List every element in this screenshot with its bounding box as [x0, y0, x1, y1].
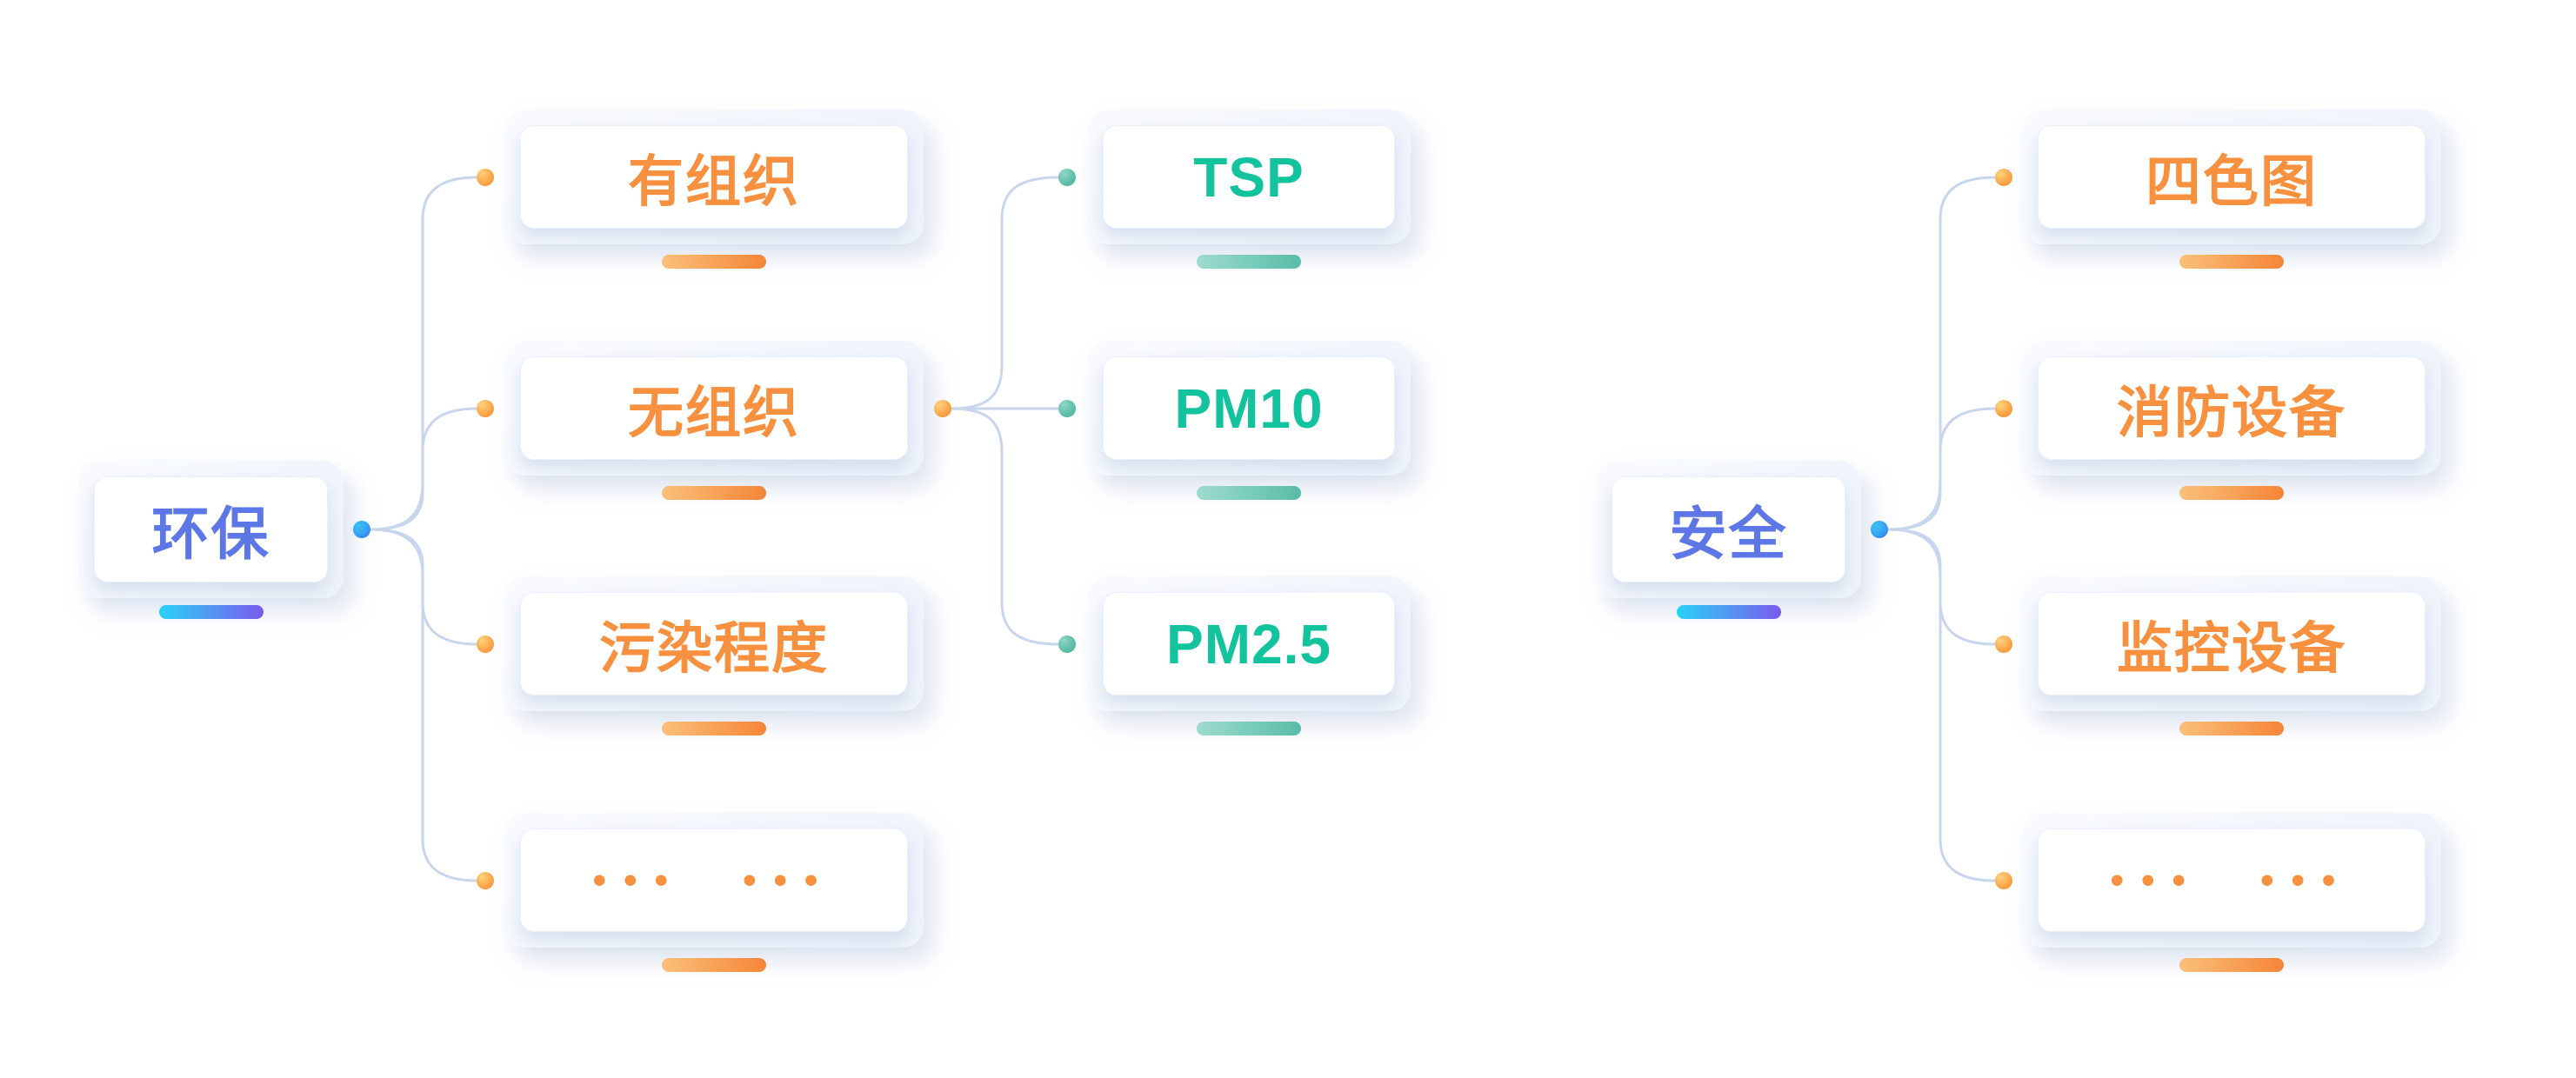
- node-label: PM2.5: [1166, 612, 1331, 675]
- node-card: 有组织: [520, 125, 908, 229]
- node-card: ••• •••: [2038, 828, 2426, 932]
- connector-dot: [1058, 169, 1076, 186]
- underline-bar: [662, 486, 766, 500]
- connector-dot: [1058, 400, 1076, 417]
- underline-bar: [2179, 255, 2284, 269]
- connector-dot: [1995, 635, 2012, 653]
- node-label: TSP: [1193, 145, 1305, 209]
- underline-bar: [1197, 722, 1301, 735]
- node-pm25[interactable]: PM2.5: [1087, 576, 1411, 711]
- node-ellipsis-left[interactable]: ••• •••: [504, 813, 924, 948]
- connector-dot: [934, 400, 951, 417]
- connector-dot: [353, 521, 370, 538]
- node-card: PM2.5: [1103, 592, 1395, 695]
- node-card: 安全: [1612, 476, 1845, 582]
- node-label: 四色图: [2146, 150, 2318, 213]
- node-label: PM10: [1174, 376, 1324, 440]
- node-card: ••• •••: [520, 828, 908, 932]
- underline-bar: [662, 255, 766, 269]
- node-label: 安全: [1669, 502, 1788, 566]
- underline-bar: [662, 722, 766, 735]
- node-four-color-map[interactable]: 四色图: [2022, 110, 2441, 244]
- node-card: PM10: [1103, 356, 1395, 460]
- node-tsp[interactable]: TSP: [1087, 110, 1411, 244]
- underline-bar: [1197, 486, 1301, 500]
- node-label: 监控设备: [2117, 616, 2346, 680]
- connector-dot: [1058, 635, 1076, 653]
- underline-bar: [2179, 486, 2284, 500]
- node-environment-root[interactable]: 环保: [78, 461, 344, 598]
- node-organized[interactable]: 有组织: [504, 110, 924, 244]
- node-label: 消防设备: [2117, 381, 2346, 444]
- connector-dot: [1995, 400, 2012, 417]
- node-safety-root[interactable]: 安全: [1596, 461, 1861, 598]
- underline-bar: [159, 605, 264, 619]
- node-card: 监控设备: [2038, 592, 2426, 695]
- underline-bar: [2179, 958, 2284, 972]
- connector-dot: [477, 169, 494, 186]
- node-label: 环保: [151, 502, 270, 566]
- node-card: 环保: [94, 476, 328, 582]
- node-label: ••• •••: [592, 858, 836, 902]
- connector-dot: [1995, 169, 2012, 186]
- connector-dot: [477, 872, 494, 889]
- node-label: 污染程度: [599, 616, 829, 680]
- node-pollution-level[interactable]: 污染程度: [504, 576, 924, 711]
- node-unorganized[interactable]: 无组织: [504, 341, 924, 476]
- connector-dot: [1995, 872, 2012, 889]
- node-label: ••• •••: [2110, 858, 2353, 902]
- node-monitor-equipment[interactable]: 监控设备: [2022, 576, 2441, 711]
- node-card: 消防设备: [2038, 356, 2426, 460]
- node-card: TSP: [1103, 125, 1395, 229]
- node-pm10[interactable]: PM10: [1087, 341, 1411, 476]
- node-ellipsis-right[interactable]: ••• •••: [2022, 813, 2441, 948]
- node-card: 污染程度: [520, 592, 908, 695]
- node-card: 四色图: [2038, 125, 2426, 229]
- node-label: 有组织: [628, 150, 800, 213]
- underline-bar: [662, 958, 766, 972]
- underline-bar: [2179, 722, 2284, 735]
- node-label: 无组织: [628, 381, 800, 444]
- underline-bar: [1197, 255, 1301, 269]
- node-fire-equipment[interactable]: 消防设备: [2022, 341, 2441, 476]
- node-card: 无组织: [520, 356, 908, 460]
- connector-dot: [477, 635, 494, 653]
- connector-dot: [1871, 521, 1888, 538]
- connector-dot: [477, 400, 494, 417]
- underline-bar: [1677, 605, 1781, 619]
